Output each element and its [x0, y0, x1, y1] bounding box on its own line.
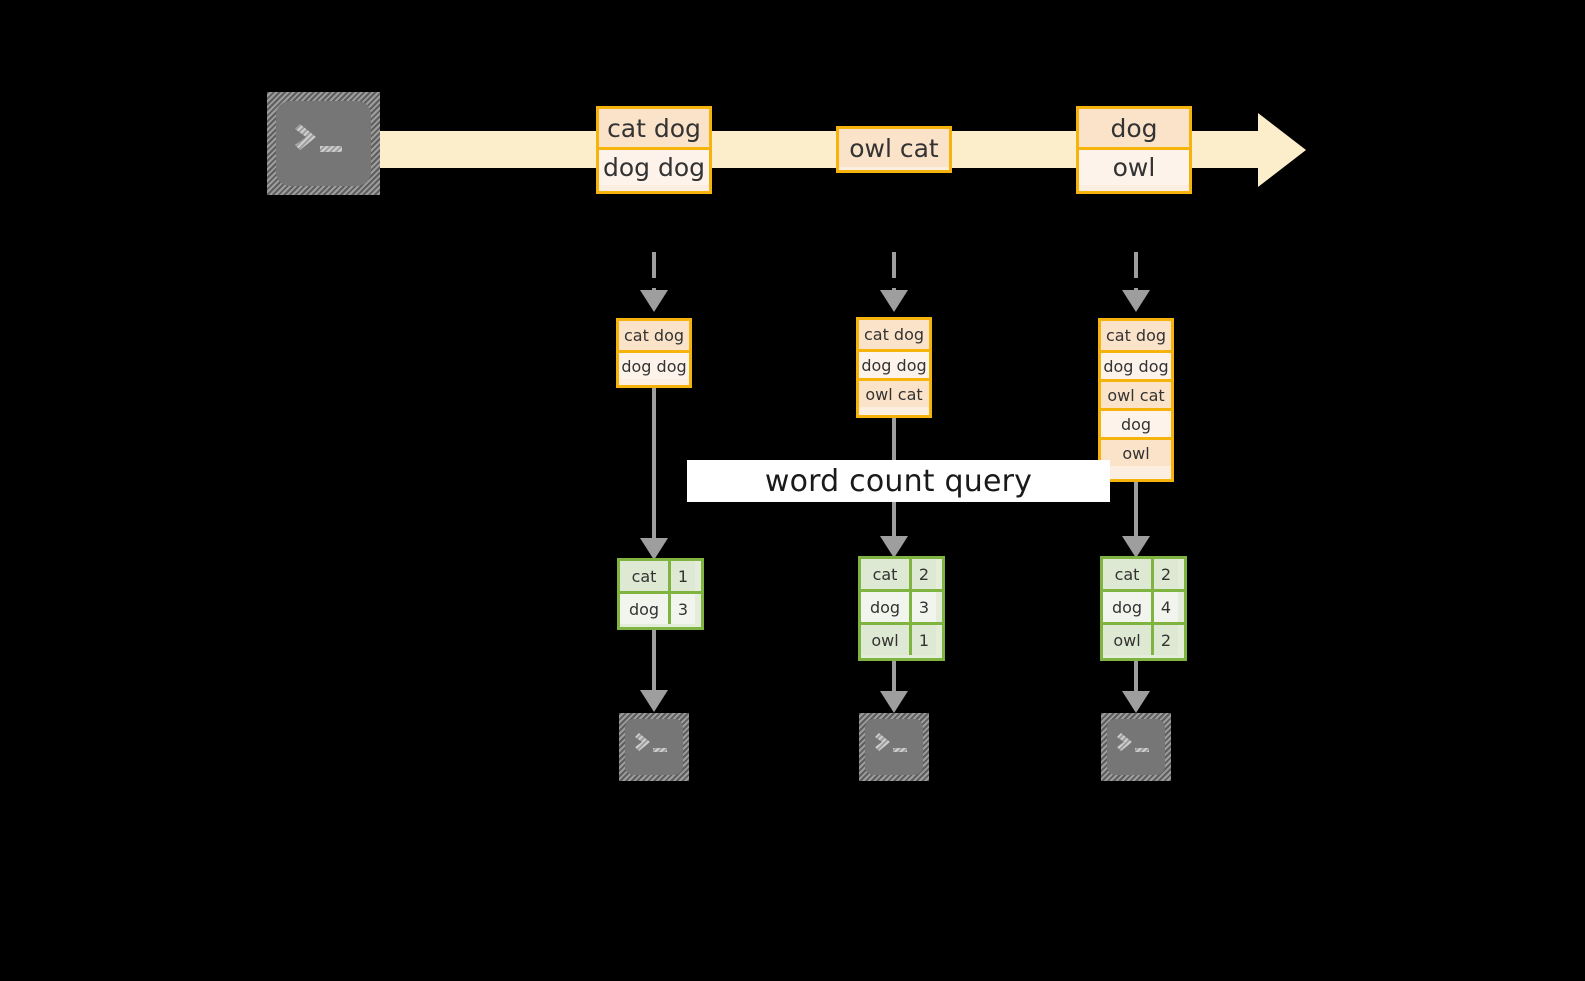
- result-word: cat: [861, 559, 909, 589]
- sink-terminal-icon-col3[interactable]: [1101, 713, 1171, 781]
- input-row: cat dog: [1101, 321, 1171, 350]
- result-row: cat 2: [861, 559, 942, 589]
- result-row: dog 3: [861, 589, 942, 622]
- input-row: dog: [1101, 408, 1171, 437]
- query-arrow-col1: [640, 388, 668, 560]
- result-row: dog 4: [1103, 589, 1184, 622]
- result-word: dog: [620, 594, 668, 624]
- result-row: cat 1: [620, 561, 701, 591]
- terminal-body: [276, 101, 371, 186]
- sink-terminal-icon-col1[interactable]: [619, 713, 689, 781]
- stream-record-line: owl: [1079, 147, 1189, 185]
- input-table-col1: cat dog dog dog: [616, 318, 692, 388]
- query-label-text: word count query: [764, 463, 1033, 499]
- result-table-col3: cat 2 dog 4 owl 2: [1100, 556, 1187, 661]
- input-table-col3: cat dog dog dog owl cat dog owl: [1098, 318, 1174, 482]
- dashed-arrow-col2: [880, 252, 908, 312]
- source-terminal-icon[interactable]: [267, 92, 380, 195]
- input-row: cat dog: [859, 320, 929, 349]
- result-count: 3: [668, 594, 695, 624]
- result-word: dog: [1103, 592, 1151, 622]
- result-count: 3: [909, 592, 936, 622]
- result-row: owl 2: [1103, 622, 1184, 655]
- input-row: owl cat: [1101, 379, 1171, 408]
- terminal-prompt-glyph: [295, 124, 342, 152]
- dashed-arrow-col1: [640, 252, 668, 312]
- input-row: owl cat: [859, 378, 929, 407]
- result-row: owl 1: [861, 622, 942, 655]
- terminal-prompt-glyph: [875, 733, 907, 752]
- input-table-col2: cat dog dog dog owl cat: [856, 317, 932, 418]
- result-count: 2: [1151, 625, 1178, 655]
- input-row: dog dog: [1101, 350, 1171, 379]
- input-row: owl: [1101, 437, 1171, 466]
- dashed-arrow-col3: [1122, 252, 1150, 312]
- result-word: dog: [861, 592, 909, 622]
- result-count: 1: [909, 625, 936, 655]
- input-row: dog dog: [619, 350, 689, 379]
- stream-record-line: dog: [1079, 109, 1189, 147]
- query-arrow-col3: [1122, 482, 1150, 558]
- result-word: owl: [1103, 625, 1151, 655]
- result-count: 4: [1151, 592, 1178, 622]
- result-word: cat: [1103, 559, 1151, 589]
- result-word: cat: [620, 561, 668, 591]
- result-row: cat 2: [1103, 559, 1184, 589]
- stream-arrowhead: [1258, 113, 1306, 187]
- result-row: dog 3: [620, 591, 701, 624]
- terminal-body: [625, 719, 683, 775]
- terminal-prompt-glyph: [635, 733, 667, 752]
- stream-record-1: cat dog dog dog: [596, 106, 712, 194]
- terminal-body: [1107, 719, 1165, 775]
- terminal-prompt-glyph: [1117, 733, 1149, 752]
- stream-record-3: dog owl: [1076, 106, 1192, 194]
- stream-record-2: owl cat: [836, 126, 952, 173]
- query-label: word count query: [687, 460, 1110, 502]
- result-count: 1: [668, 561, 695, 591]
- result-table-col1: cat 1 dog 3: [617, 558, 704, 630]
- input-row: cat dog: [619, 321, 689, 350]
- stream-record-line: cat dog: [599, 109, 709, 147]
- sink-terminal-icon-col2[interactable]: [859, 713, 929, 781]
- result-word: owl: [861, 625, 909, 655]
- input-row: dog dog: [859, 349, 929, 378]
- stream-record-line: owl cat: [839, 129, 949, 167]
- terminal-body: [865, 719, 923, 775]
- sink-arrow-col3: [1122, 661, 1150, 713]
- result-count: 2: [909, 559, 936, 589]
- stream-record-line: dog dog: [599, 147, 709, 185]
- sink-arrow-col2: [880, 661, 908, 713]
- result-table-col2: cat 2 dog 3 owl 1: [858, 556, 945, 661]
- sink-arrow-col1: [640, 630, 668, 712]
- result-count: 2: [1151, 559, 1178, 589]
